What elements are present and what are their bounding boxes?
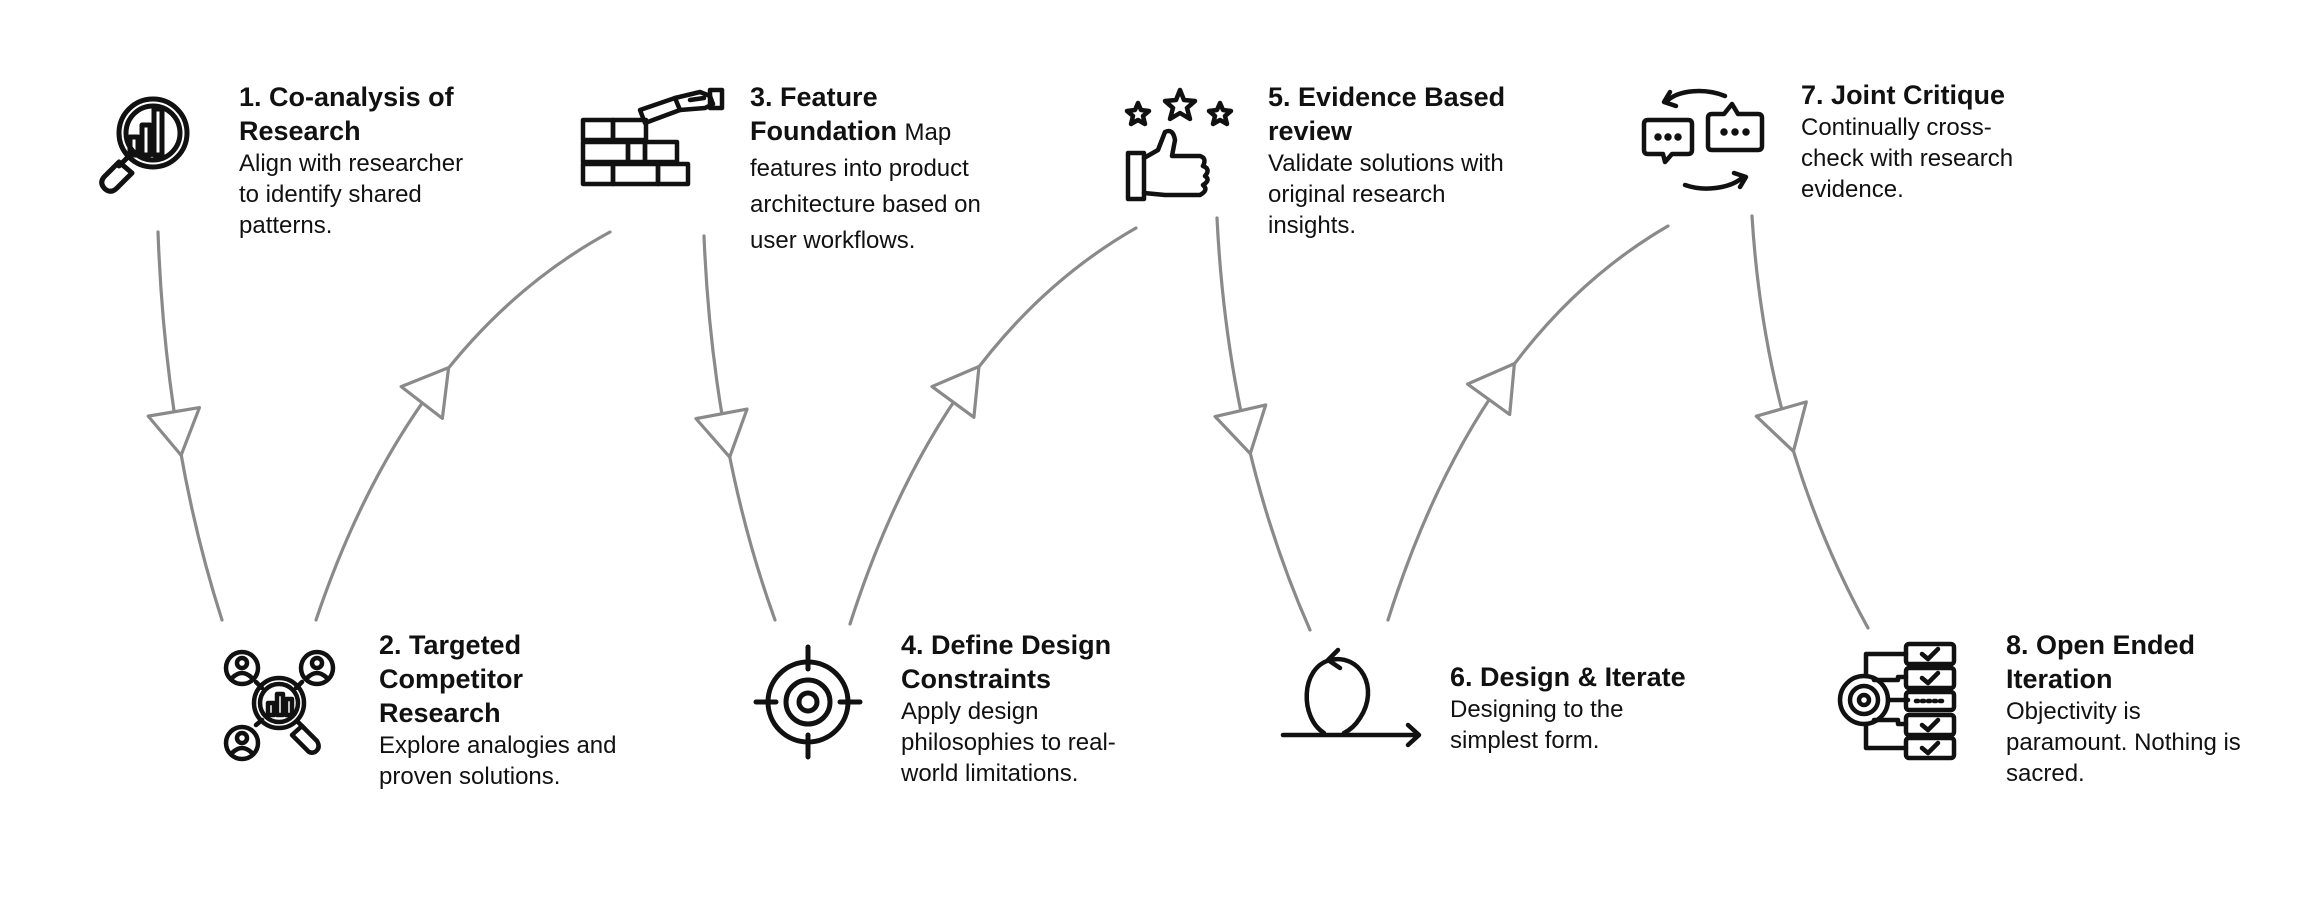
connector-arrowhead-1 bbox=[146, 405, 202, 457]
connector-arrowhead-7 bbox=[1754, 400, 1808, 453]
step-3-title: 3. Feature Foundation Map features into … bbox=[750, 82, 981, 254]
step-4-title: 4. Define Design Constraints bbox=[901, 630, 1112, 694]
step-6: 6. Design & Iterate Designing to the sim… bbox=[1450, 660, 1720, 756]
step-7-title: 7. Joint Critique bbox=[1801, 80, 2006, 110]
step-1-title: 1. Co-analysis of Research bbox=[239, 82, 454, 146]
connector-arrowhead-3 bbox=[694, 407, 749, 459]
research-analysis-icon bbox=[93, 95, 193, 195]
exchange-chat-icon bbox=[1640, 88, 1770, 193]
step-8-title: 8. Open Ended Iteration bbox=[2006, 630, 2196, 694]
step-6-title: 6. Design & Iterate bbox=[1450, 662, 1686, 692]
iterate-loop-icon bbox=[1280, 648, 1425, 753]
step-3-description: Map features into product architecture b… bbox=[750, 119, 981, 254]
checklist-target-icon bbox=[1838, 642, 1958, 760]
connector-arrowhead-5 bbox=[1213, 403, 1268, 456]
step-7-description: Continually cross-check with research ev… bbox=[1801, 114, 2014, 203]
competitor-research-icon bbox=[222, 648, 337, 763]
step-1: 1. Co-analysis of Research Align with re… bbox=[239, 80, 539, 241]
step-5-title: 5. Evidence Based review bbox=[1268, 82, 1506, 146]
step-4: 4. Define Design Constraints Apply desig… bbox=[901, 628, 1161, 789]
step-8-description: Objectivity is paramount. Nothing is sac… bbox=[2006, 698, 2241, 787]
connector-6-to-7 bbox=[1386, 224, 1670, 622]
step-2: 2. Targeted Competitor Research Explore … bbox=[379, 628, 649, 792]
step-5: 5. Evidence Based review Validate soluti… bbox=[1268, 80, 1538, 241]
building-blocks-icon bbox=[580, 90, 725, 190]
step-2-title: 2. Targeted Competitor Research bbox=[379, 630, 523, 728]
thumbs-up-stars-icon bbox=[1125, 88, 1235, 203]
step-2-description: Explore analogies and proven solutions. bbox=[379, 732, 617, 790]
step-3: 3. Feature Foundation Map features into … bbox=[750, 80, 1020, 258]
connector-arrowhead-2 bbox=[399, 366, 451, 420]
step-1-description: Align with researcher to identify shared… bbox=[239, 150, 464, 239]
step-8: 8. Open Ended Iteration Objectivity is p… bbox=[2006, 628, 2276, 789]
step-6-description: Designing to the simplest form. bbox=[1450, 696, 1624, 754]
connector-arrowhead-6 bbox=[1465, 362, 1516, 417]
step-7: 7. Joint Critique Continually cross-chec… bbox=[1801, 78, 2071, 205]
target-crosshair-icon bbox=[756, 645, 861, 760]
connector-arrowhead-4 bbox=[930, 364, 981, 419]
connector-4-to-5 bbox=[848, 226, 1138, 626]
connector-2-to-3 bbox=[314, 230, 612, 622]
step-4-description: Apply design philosophies to real-world … bbox=[901, 698, 1116, 787]
step-5-description: Validate solutions with original researc… bbox=[1268, 150, 1504, 239]
